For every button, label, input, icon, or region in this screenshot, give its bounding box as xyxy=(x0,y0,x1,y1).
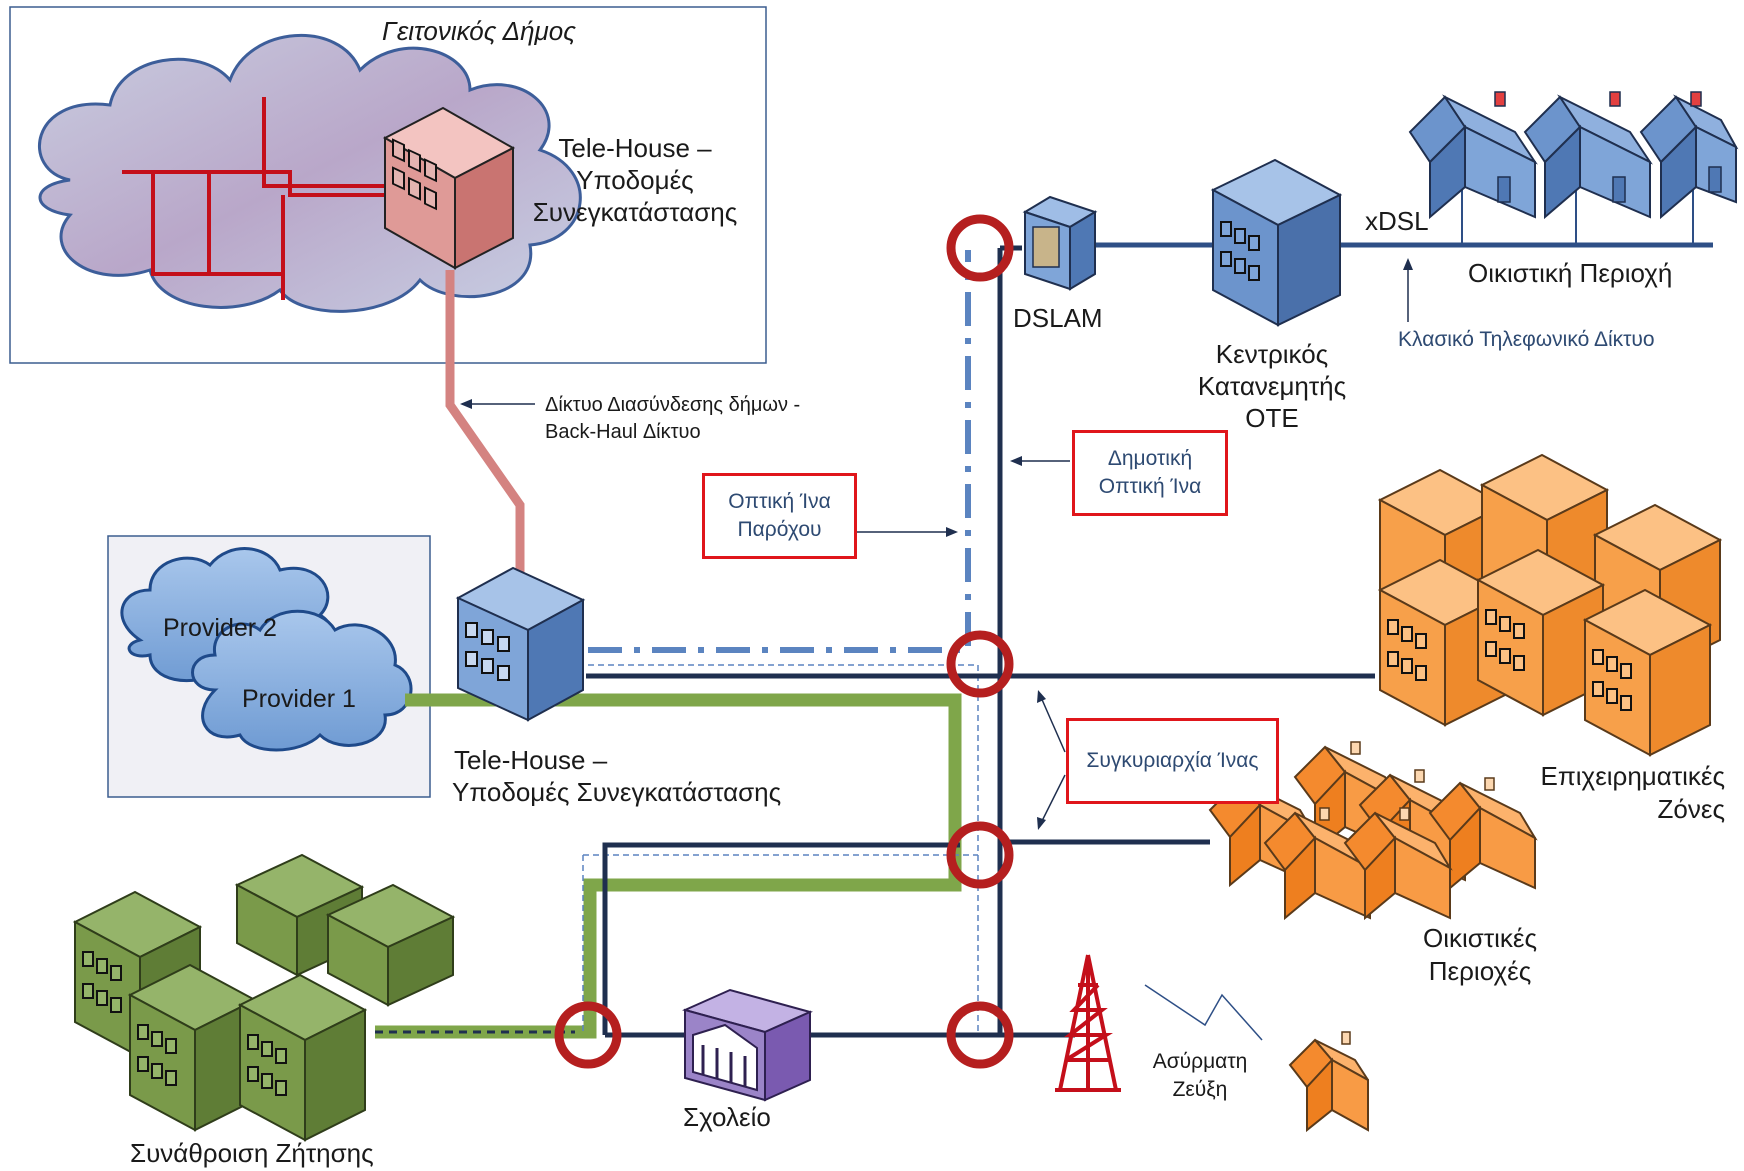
sovereignty-arrow-up xyxy=(1039,694,1066,753)
backhaul-line xyxy=(445,270,525,572)
arrow-head xyxy=(946,527,958,537)
classic-network-label: Κλασικό Τηλεφωνικό Δίκτυο xyxy=(1398,328,1655,351)
building-icon xyxy=(455,566,586,722)
provider-1-label: Provider 1 xyxy=(242,685,356,713)
building-icon xyxy=(382,106,516,270)
municipal-network-lines xyxy=(122,97,435,300)
building-icon xyxy=(325,883,456,1007)
neighbor-municipality-label: Γειτονικός Δήμος xyxy=(382,16,576,46)
arrow-head xyxy=(1403,258,1413,270)
business-line1: Επιχειρηματικές xyxy=(1540,761,1725,791)
demand-aggregation-label: Συνάθροιση Ζήτησης xyxy=(130,1138,374,1168)
provider-fiber-line xyxy=(588,250,971,653)
municipal-fiber-lines xyxy=(586,245,1375,1038)
residential-area-label: Οικιστική Περιοχή xyxy=(1468,258,1673,288)
arrow-head xyxy=(460,399,472,409)
residential-areas-label: Οικιστικές Περιοχές xyxy=(1395,922,1565,988)
telehouse-mid-label: Tele-House – Υποδομές Συνεγκατάστασης xyxy=(452,744,781,808)
telehouse-top-line1: Tele-House – xyxy=(558,133,712,163)
house-icon xyxy=(1408,91,1538,220)
dslam-icon xyxy=(1022,195,1098,291)
business-line2: Ζόνες xyxy=(1657,794,1725,824)
central-line3: ΟΤΕ xyxy=(1245,403,1299,433)
fiber-nodes xyxy=(554,214,1014,1069)
residential-areas-line1: Οικιστικές xyxy=(1423,923,1537,953)
telehouse-mid-line2: Υποδομές Συνεγκατάστασης xyxy=(452,777,782,807)
telehouse-top-label: Tele-House – Υποδομές Συνεγκατάστασης xyxy=(520,132,750,228)
central-line2: Κατανεμητής xyxy=(1197,371,1347,401)
thin-dashed-line xyxy=(588,664,979,1035)
provider-fiber-box: Οπτική Ίνα Παρόχου xyxy=(702,473,857,559)
house-icon xyxy=(1639,91,1739,220)
neighbor-municipality-frame xyxy=(9,6,767,364)
central-distributor-label: Κεντρικός Κατανεμητής ΟΤΕ xyxy=(1172,338,1372,434)
building-icon xyxy=(1582,588,1713,757)
provider-fiber-line2: Παρόχου xyxy=(737,518,822,541)
house-icon xyxy=(1343,807,1453,921)
provider-fiber-line1: Οπτική Ίνα xyxy=(728,490,831,513)
business-zones-label: Επιχειρηματικές Ζόνες xyxy=(1470,760,1725,826)
radio-tower-icon xyxy=(1055,954,1121,1092)
house-icon xyxy=(1288,1031,1369,1133)
xdsl-label: xDSL xyxy=(1365,206,1429,236)
arrow-head xyxy=(1037,690,1046,703)
school-label: Σχολείο xyxy=(683,1102,771,1132)
school-icon xyxy=(682,988,813,1102)
dslam-label: DSLAM xyxy=(1013,303,1103,333)
building-icon xyxy=(237,973,368,1142)
municipal-fiber-line1: Δημοτική xyxy=(1107,447,1193,470)
building-icon xyxy=(1377,558,1508,727)
fiber-sovereignty-box: Συγκυριαρχία Ίνας xyxy=(1066,718,1279,804)
municipal-fiber-line2: Οπτική Ίνα xyxy=(1098,475,1202,498)
telehouse-mid-line1: Tele-House – xyxy=(454,745,608,775)
building-icon xyxy=(127,963,258,1132)
wireless-link-label: Ασύρματη Ζεύξη xyxy=(1135,1048,1265,1104)
cloud-icon xyxy=(120,547,413,752)
municipal-fiber-box: Δημοτική Οπτική Ίνα xyxy=(1072,430,1228,516)
backhaul-label: Δίκτυο Διασύνδεσης δήμων - Back-Haul Δίκ… xyxy=(545,392,800,446)
wireless-line2: Ζεύξη xyxy=(1172,1078,1228,1101)
residential-areas-line2: Περιοχές xyxy=(1428,956,1532,986)
house-icon xyxy=(1523,91,1653,220)
arrow-head xyxy=(1037,817,1046,830)
lightning-link-icon xyxy=(1144,984,1263,1041)
house-icon xyxy=(1428,777,1538,891)
telehouse-top-line3: Συνεγκατάστασης xyxy=(532,197,738,227)
sovereignty-arrow-down xyxy=(1039,774,1066,826)
building-icon xyxy=(1210,158,1343,327)
provider-2-label: Provider 2 xyxy=(163,614,277,642)
central-line1: Κεντρικός xyxy=(1215,339,1329,369)
wireless-line1: Ασύρματη xyxy=(1152,1050,1248,1073)
arrow-head xyxy=(1010,456,1022,466)
green-aggregation-link xyxy=(375,693,962,1039)
telehouse-top-line2: Υποδομές xyxy=(576,165,694,195)
backhaul-line2: Back-Haul Δίκτυο xyxy=(545,421,701,443)
backhaul-line1: Δίκτυο Διασύνδεσης δήμων - xyxy=(545,394,801,416)
